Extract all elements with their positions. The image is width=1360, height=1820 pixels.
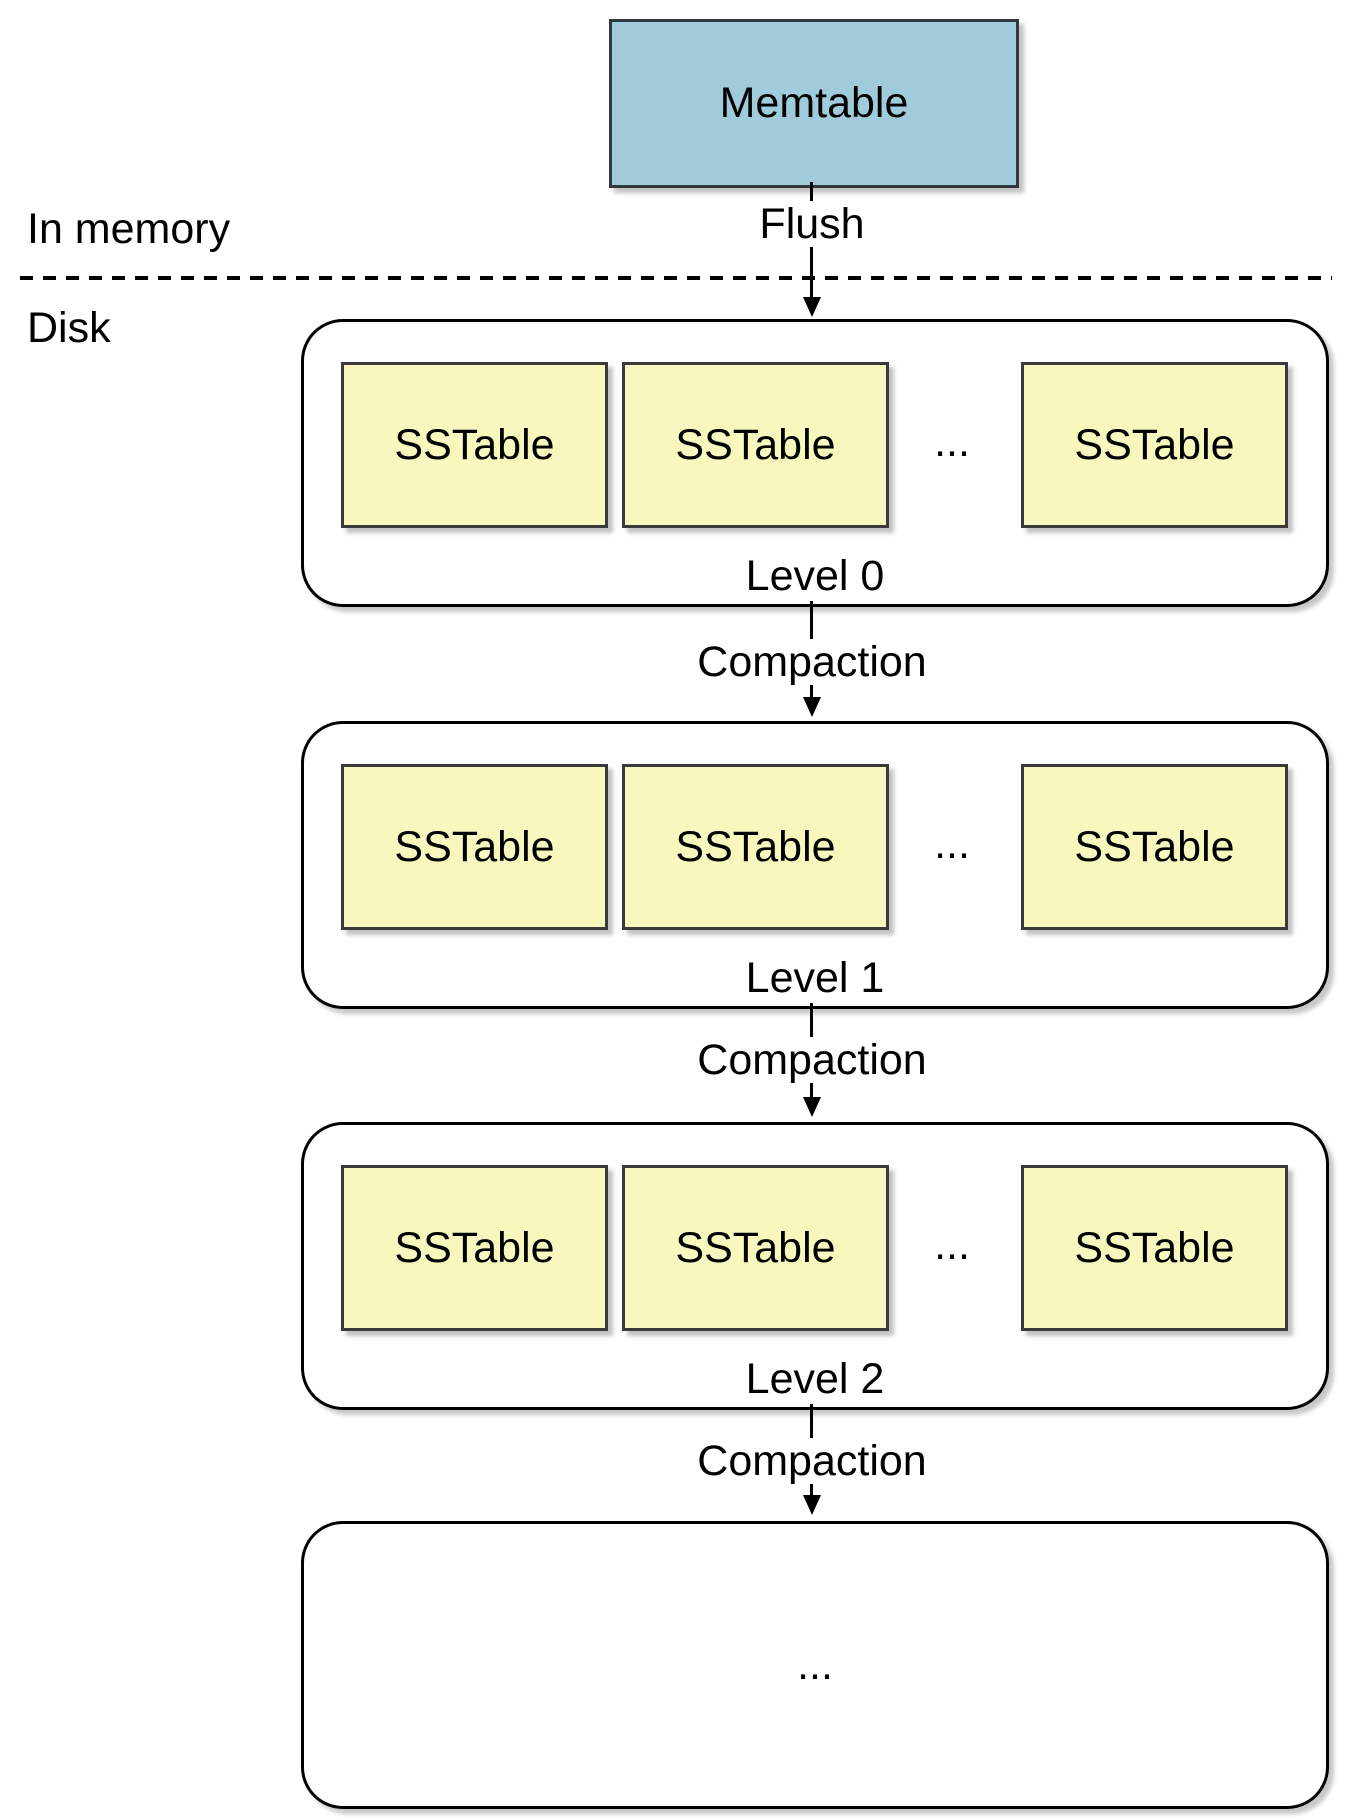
sstable-box: SSTable [622,764,889,930]
level-1-container: SSTable SSTable ... SSTable Level 1 [301,721,1329,1009]
in-memory-label: In memory [27,205,231,253]
compaction-arrowhead-icon [803,1495,821,1515]
sstable-box: SSTable [1021,362,1288,528]
compaction-label: Compaction [689,639,935,685]
sstable-label: SSTable [394,420,555,469]
sstable-box: SSTable [341,764,608,930]
sstable-label: SSTable [1074,1223,1235,1272]
further-levels-container: ... [301,1521,1329,1809]
more-sstables-ellipsis: ... [934,1220,970,1269]
sstable-box: SSTable [1021,1165,1288,1331]
compaction-label: Compaction [689,1037,935,1083]
sstable-label: SSTable [394,1223,555,1272]
flush-label: Flush [751,201,873,247]
sstable-label: SSTable [675,1223,836,1272]
compaction-arrowhead-icon [803,697,821,717]
further-levels-ellipsis: ... [797,1640,833,1689]
sstable-label: SSTable [1074,822,1235,871]
sstable-label: SSTable [394,822,555,871]
sstable-box: SSTable [1021,764,1288,930]
level-1-label: Level 1 [745,954,885,1002]
compaction-arrowhead-icon [803,1097,821,1117]
level-2-container: SSTable SSTable ... SSTable Level 2 [301,1122,1329,1410]
level-0-label: Level 0 [745,552,885,600]
sstable-box: SSTable [622,1165,889,1331]
more-sstables-ellipsis: ... [934,417,970,466]
flush-arrowhead-icon [803,297,821,317]
memtable-box: Memtable [609,19,1019,188]
more-sstables-ellipsis: ... [934,819,970,868]
sstable-label: SSTable [675,822,836,871]
disk-label: Disk [27,304,111,352]
compaction-label: Compaction [689,1438,935,1484]
sstable-label: SSTable [675,420,836,469]
sstable-box: SSTable [341,1165,608,1331]
sstable-box: SSTable [341,362,608,528]
level-2-label: Level 2 [745,1355,885,1403]
memory-disk-divider [20,276,1332,280]
sstable-label: SSTable [1074,420,1235,469]
level-0-container: SSTable SSTable ... SSTable Level 0 [301,319,1329,607]
memtable-label: Memtable [719,79,909,127]
sstable-box: SSTable [622,362,889,528]
